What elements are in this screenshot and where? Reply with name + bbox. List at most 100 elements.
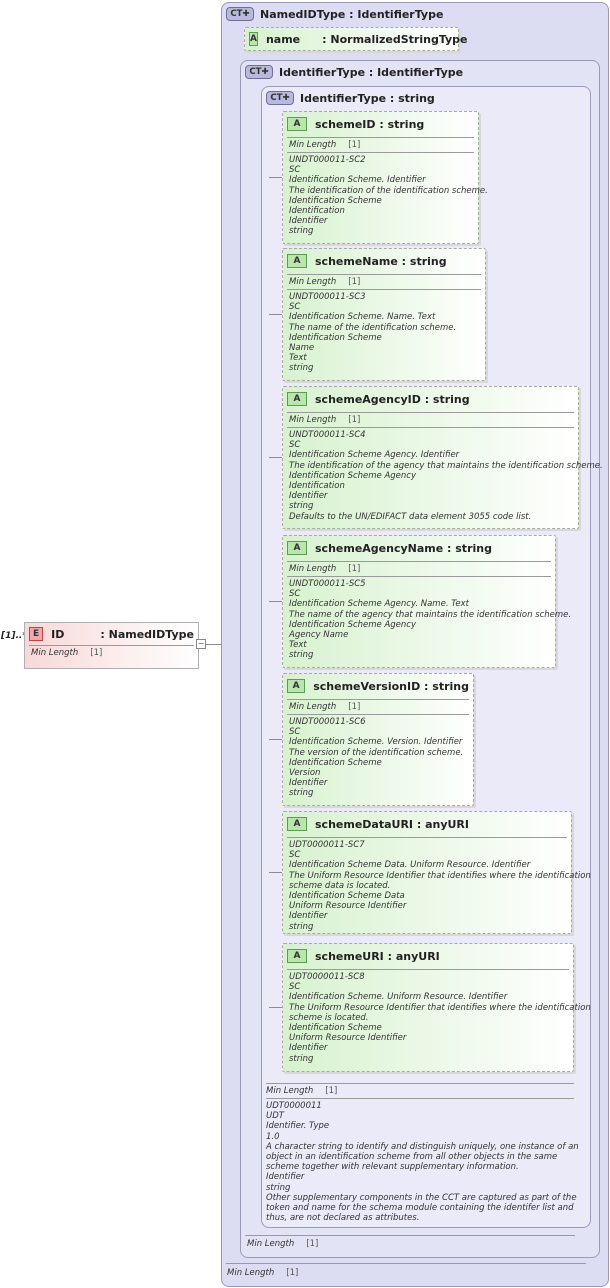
doc-line: UDT0000011-SC8 bbox=[289, 972, 365, 982]
doc-line: Identification Scheme. Identifier bbox=[289, 175, 426, 186]
doc-line: string bbox=[289, 226, 314, 237]
doc-line: The identification of the identification… bbox=[289, 185, 488, 196]
doc-line: SC bbox=[289, 982, 301, 993]
doc-line: Other supplementary components in the CC… bbox=[266, 1192, 577, 1203]
doc-line: UDT0000011-SC7 bbox=[289, 840, 365, 850]
divider bbox=[287, 561, 551, 562]
attribute-icon: A bbox=[287, 949, 307, 963]
doc-line: string bbox=[289, 921, 314, 932]
doc-line: Identifier bbox=[289, 216, 328, 227]
connector-line bbox=[269, 739, 282, 740]
attribute-icon: A bbox=[287, 541, 307, 555]
ct2-min-length: Min Length[1] bbox=[247, 1239, 319, 1249]
divider bbox=[226, 1263, 586, 1264]
attribute-min-length: Min Length[1] bbox=[289, 277, 361, 287]
doc-line: Identification bbox=[289, 481, 345, 492]
divider bbox=[287, 699, 469, 700]
divider bbox=[287, 137, 474, 138]
doc-line: SC bbox=[289, 850, 301, 861]
attribute-title: schemeVersionID : string bbox=[313, 679, 469, 693]
divider bbox=[29, 645, 194, 646]
doc-line: Identification Scheme bbox=[289, 195, 382, 206]
ct3-header: CT✚ IdentifierType : string bbox=[266, 91, 435, 105]
divider bbox=[287, 837, 567, 838]
attribute-icon: A bbox=[287, 254, 307, 268]
doc-line: The name of the identification scheme. bbox=[289, 322, 457, 333]
doc-line: scheme data is located. bbox=[289, 880, 391, 891]
doc-line: Name bbox=[289, 343, 315, 354]
doc-line: Identification Scheme Agency bbox=[289, 470, 416, 481]
doc-line: UNDT000011-SC6 bbox=[289, 717, 366, 727]
attribute-title: schemeName : string bbox=[315, 254, 447, 268]
ct2-title: IdentifierType : IdentifierType bbox=[279, 65, 464, 79]
doc-line: string bbox=[266, 1182, 291, 1193]
element-min-length: Min Length[1] bbox=[31, 648, 103, 658]
doc-line: The Uniform Resource Identifier that ide… bbox=[289, 1002, 591, 1013]
doc-line: Identifier bbox=[289, 911, 328, 922]
divider bbox=[266, 1083, 574, 1084]
complex-type-icon: CT✚ bbox=[226, 7, 254, 21]
connector-line bbox=[269, 314, 282, 315]
element-name: ID bbox=[51, 627, 65, 641]
doc-line: SC bbox=[289, 302, 301, 313]
collapse-toggle-icon[interactable]: − bbox=[196, 639, 206, 649]
attribute-icon: A bbox=[287, 817, 307, 831]
doc-line: string bbox=[289, 363, 314, 374]
doc-line: Agency Name bbox=[289, 630, 349, 641]
doc-line: string bbox=[289, 501, 314, 512]
divider bbox=[287, 714, 469, 715]
doc-line: UNDT000011-SC5 bbox=[289, 579, 366, 589]
doc-line: token and name for the schema module con… bbox=[266, 1203, 574, 1214]
attribute-min-length: Min Length[1] bbox=[289, 140, 361, 150]
cardinality-label: [1]..* bbox=[1, 631, 28, 641]
attribute-name[interactable]: A name : NormalizedStringType bbox=[244, 27, 468, 51]
doc-line: string bbox=[289, 650, 314, 661]
connector-line bbox=[269, 601, 282, 602]
element-badge-icon: E bbox=[29, 627, 44, 641]
attribute-title: schemeAgencyName : string bbox=[315, 541, 492, 555]
doc-line: Identification Scheme. Version. Identifi… bbox=[289, 737, 463, 748]
element-id[interactable]: E ID : NamedIDType Min Length[1] bbox=[24, 622, 199, 669]
divider bbox=[287, 152, 474, 153]
element-type: : NamedIDType bbox=[100, 627, 194, 641]
doc-line: SC bbox=[289, 727, 301, 738]
attribute-title: schemeAgencyID : string bbox=[315, 392, 470, 406]
doc-line: The version of the identification scheme… bbox=[289, 747, 464, 758]
attribute-icon: A bbox=[287, 679, 306, 693]
doc-line: Identification Scheme Agency. Identifier bbox=[289, 450, 460, 461]
connector-line bbox=[269, 457, 282, 458]
doc-line: Identification bbox=[289, 206, 345, 217]
doc-line: The Uniform Resource Identifier that ide… bbox=[289, 870, 591, 881]
connector-line bbox=[269, 872, 282, 873]
attribute-title: schemeDataURI : anyURI bbox=[315, 817, 469, 831]
doc-line: UNDT000011-SC2 bbox=[289, 155, 366, 165]
complex-type-icon: CT✚ bbox=[245, 65, 273, 79]
doc-line: Identifier. Type bbox=[266, 1121, 330, 1132]
connector-line bbox=[269, 177, 282, 178]
doc-line: Identifier bbox=[289, 1043, 328, 1054]
doc-line: scheme is located. bbox=[289, 1012, 369, 1023]
divider bbox=[287, 289, 481, 290]
ct1-header: CT✚ NamedIDType : IdentifierType bbox=[226, 7, 443, 21]
doc-line: thus, are not declared as attributes. bbox=[266, 1213, 420, 1224]
doc-line: Text bbox=[289, 640, 307, 651]
doc-line: Defaults to the UN/EDIFACT data element … bbox=[289, 511, 532, 522]
doc-line: Identification Scheme. Uniform Resource.… bbox=[289, 992, 508, 1003]
ct3-title: IdentifierType : string bbox=[300, 91, 435, 105]
divider bbox=[266, 1098, 574, 1099]
doc-line: Version bbox=[289, 768, 321, 779]
